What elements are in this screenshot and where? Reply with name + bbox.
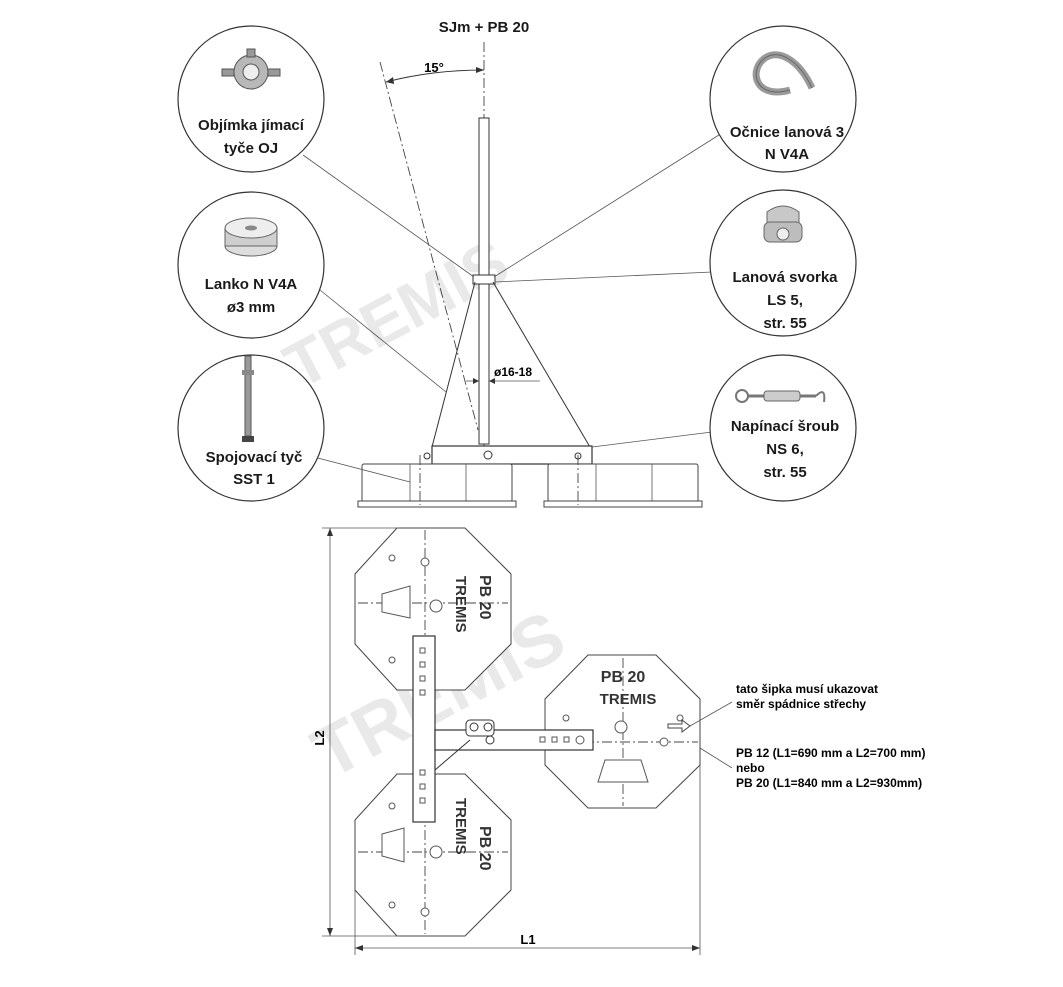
drawing-title: SJm + PB 20	[439, 19, 529, 36]
component-thimble: Očnice lanová 3 N V4A	[709, 25, 857, 173]
plan-rod-mount	[465, 719, 495, 745]
base-right-label: PB 20	[601, 669, 646, 686]
component-rod-clamp-line1: Objímka jímací	[198, 117, 305, 134]
component-turnbuckle: Napínací šroub NS 6, str. 55	[709, 354, 857, 502]
connecting-rod-icon	[242, 355, 254, 442]
base-bottom-brand: TREMIS	[452, 798, 469, 855]
base-top-brand: TREMIS	[452, 576, 469, 633]
component-connecting-rod: Spojovací tyč SST 1	[177, 354, 325, 502]
dim-l2-arrow-bottom	[327, 928, 333, 936]
plan-bar-holes	[419, 647, 585, 804]
angle-arrow-left	[386, 77, 394, 84]
connecting-bar	[431, 445, 593, 465]
leader-wire	[319, 289, 447, 393]
component-rod-clamp: Objímka jímací tyče OJ	[177, 25, 325, 173]
diameter-arrow-right	[489, 378, 495, 384]
component-connecting-rod-line2: SST 1	[233, 471, 275, 488]
component-wire: Lanko N V4A ø3 mm	[177, 191, 325, 339]
dim-l1-arrow-right	[692, 945, 700, 951]
component-wire-clamp-line1: Lanová svorka	[732, 269, 838, 286]
guy-wire-left	[431, 281, 476, 448]
angle-arrow-right	[476, 67, 484, 73]
leader-thimble	[493, 127, 731, 278]
component-turnbuckle-line1: Napínací šroub	[731, 418, 839, 435]
base-top-label: PB 20	[476, 575, 493, 620]
wire-spool-icon	[224, 217, 278, 257]
component-wire-clamp-line3: str. 55	[763, 315, 806, 332]
turnbuckle-icon	[735, 389, 826, 403]
note-arrow-leader	[689, 701, 733, 727]
leader-connecting-rod	[309, 455, 411, 483]
slope-direction-arrow	[667, 719, 691, 733]
wire-clamp-icon	[763, 205, 803, 243]
base-bottom-label: PB 20	[476, 826, 493, 871]
note-arrow-line1: tato šipka musí ukazovat	[736, 682, 878, 696]
guy-wire-right	[492, 281, 591, 448]
thimble-icon	[752, 51, 816, 96]
component-wire-line1: Lanko N V4A	[205, 276, 298, 293]
bar-nut-left	[423, 452, 431, 460]
leader-wire-clamp	[494, 271, 713, 283]
tilted-axis	[379, 61, 479, 431]
angle-label: 15°	[424, 60, 444, 75]
note-sizes-line2: nebo	[736, 761, 765, 775]
component-thimble-line2: N V4A	[765, 146, 809, 163]
rod-clamp	[472, 274, 496, 285]
component-wire-clamp: Lanová svorka LS 5, str. 55	[709, 189, 857, 337]
note-arrow-line2: směr spádnice střechy	[736, 697, 866, 711]
base-octagon-bottom: PB 20 TREMIS	[354, 773, 512, 937]
leader-turnbuckle	[591, 431, 713, 448]
component-wire-clamp-line2: LS 5,	[767, 292, 803, 309]
dim-l2-arrow-top	[327, 528, 333, 536]
dim-l2-label: L2	[312, 730, 327, 745]
component-thimble-line1: Očnice lanová 3	[730, 124, 844, 141]
component-turnbuckle-line2: NS 6,	[766, 441, 804, 458]
plan-bar-vertical	[412, 635, 436, 823]
base-octagon-top: PB 20 TREMIS	[354, 527, 512, 691]
note-sizes-leader	[699, 747, 733, 769]
component-wire-line2: ø3 mm	[227, 299, 275, 316]
base-left-elevation	[357, 463, 517, 508]
base-right-brand: TREMIS	[600, 691, 657, 708]
dim-l1-arrow-left	[355, 945, 363, 951]
note-sizes-line1: PB 12 (L1=690 mm a L2=700 mm)	[736, 746, 925, 760]
diameter-label: ø16-18	[494, 365, 532, 379]
note-sizes-line3: PB 20 (L1=840 mm a L2=930mm)	[736, 776, 922, 790]
leader-rod-clamp	[302, 154, 475, 278]
base-octagon-right: PB 20 TREMIS	[544, 654, 701, 809]
bar-center-bolt	[483, 450, 493, 460]
dim-l1-label: L1	[520, 932, 535, 947]
plan-brace	[434, 739, 471, 771]
rod-clamp-icon	[221, 48, 281, 90]
component-rod-clamp-line2: tyče OJ	[224, 140, 278, 157]
angle-arc	[385, 69, 485, 83]
component-connecting-rod-line1: Spojovací tyč	[206, 449, 303, 466]
component-turnbuckle-line3: str. 55	[763, 464, 806, 481]
base-right-elevation	[543, 463, 703, 508]
diameter-arrow-left	[473, 378, 479, 384]
